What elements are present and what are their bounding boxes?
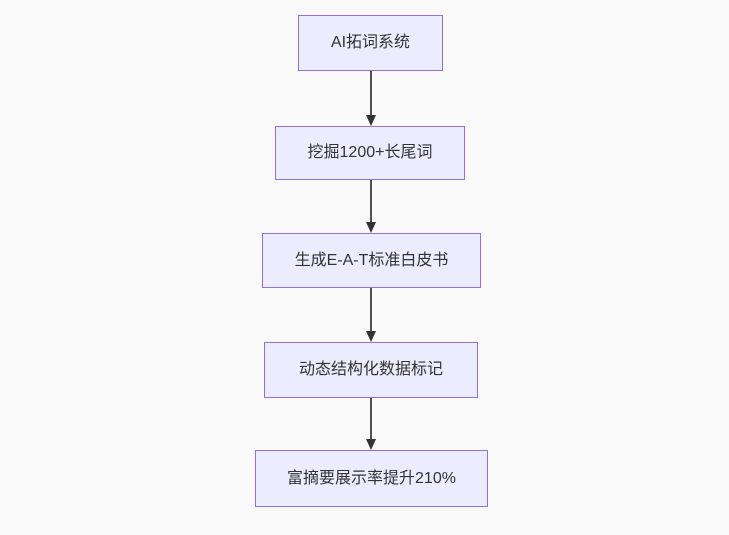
node-label: 动态结构化数据标记 bbox=[298, 361, 443, 379]
arrow-line bbox=[369, 71, 372, 118]
arrowhead-down-icon bbox=[365, 439, 376, 450]
flowchart-node-longtail-words: 挖掘1200+长尾词 bbox=[275, 126, 465, 180]
flowchart-edge bbox=[364, 71, 377, 126]
arrow-line bbox=[369, 398, 372, 442]
arrowhead-down-icon bbox=[365, 222, 376, 233]
flowchart-node-eat-whitepaper: 生成E-A-T标准白皮书 bbox=[262, 233, 481, 288]
flowchart-node-rich-snippet-result: 富摘要展示率提升210% bbox=[255, 450, 488, 507]
arrow-line bbox=[369, 180, 372, 225]
flowchart-node-ai-system: AI拓词系统 bbox=[298, 15, 443, 71]
arrowhead-down-icon bbox=[365, 331, 376, 342]
flowchart-edge bbox=[364, 398, 377, 450]
node-label: AI拓词系统 bbox=[330, 34, 411, 52]
flowchart-edge bbox=[364, 180, 377, 233]
node-label: 富摘要展示率提升210% bbox=[287, 469, 456, 487]
node-label: 生成E-A-T标准白皮书 bbox=[294, 251, 449, 269]
arrow-line bbox=[369, 288, 372, 334]
arrowhead-down-icon bbox=[365, 115, 376, 126]
flowchart-node-structured-data: 动态结构化数据标记 bbox=[264, 342, 478, 398]
flowchart-edge bbox=[364, 288, 377, 342]
node-label: 挖掘1200+长尾词 bbox=[307, 144, 433, 162]
